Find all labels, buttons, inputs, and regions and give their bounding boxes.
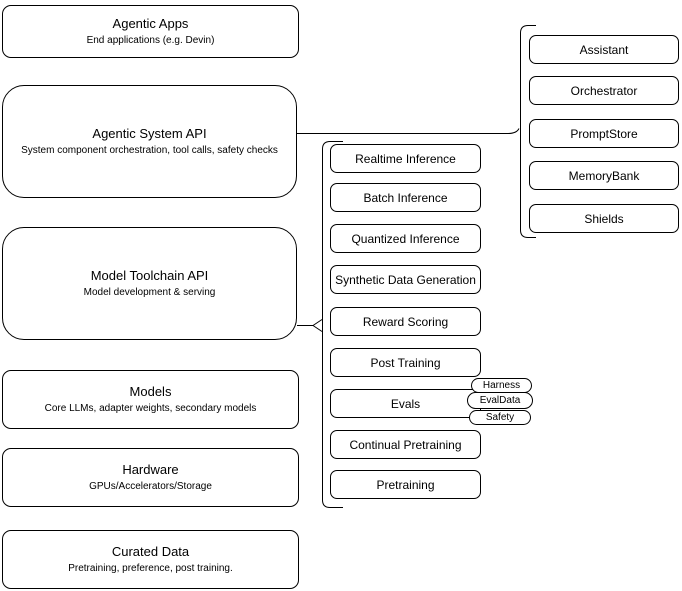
layer-title: Agentic System API (92, 126, 207, 141)
layer-box-model-toolchain-api: Model Toolchain API Model development & … (2, 227, 297, 340)
layer-box-curated-data: Curated Data Pretraining, preference, po… (2, 530, 299, 589)
layer-title: Curated Data (111, 544, 190, 559)
layer-subtitle: Model development & serving (83, 287, 216, 298)
layer-subtitle: GPUs/Accelerators/Storage (89, 481, 212, 492)
toolchain-box-reward-scoring: Reward Scoring (330, 307, 481, 336)
connector-system-api-to-system-group (297, 128, 520, 134)
layer-box-hardware: Hardware GPUs/Accelerators/Storage (2, 448, 299, 507)
layer-subtitle: Pretraining, preference, post training. (68, 563, 233, 574)
evals-tag-harness: Harness (471, 378, 532, 393)
toolchain-box-batch-inference: Batch Inference (330, 183, 481, 212)
layer-box-agentic-apps: Agentic Apps End applications (e.g. Devi… (2, 5, 299, 58)
toolchain-group-bracket (322, 141, 343, 508)
system-group-bracket (520, 25, 536, 238)
layer-title: Hardware (122, 462, 179, 477)
layer-title: Agentic Apps (112, 16, 189, 31)
system-box-assistant: Assistant (529, 35, 679, 64)
toolchain-box-synthetic-data-generation: Synthetic Data Generation (330, 265, 481, 294)
system-box-memorybank: MemoryBank (529, 161, 679, 190)
toolchain-box-pretraining: Pretraining (330, 470, 481, 499)
connector-toolchain-api-to-toolchain-group (297, 319, 323, 332)
system-box-orchestrator: Orchestrator (529, 76, 679, 105)
system-box-promptstore: PromptStore (529, 119, 679, 148)
layer-title: Models (129, 384, 172, 399)
system-box-shields: Shields (529, 204, 679, 233)
toolchain-box-realtime-inference: Realtime Inference (330, 144, 481, 173)
layer-box-agentic-system-api: Agentic System API System component orch… (2, 85, 297, 198)
layer-title: Model Toolchain API (90, 268, 209, 283)
layer-subtitle: End applications (e.g. Devin) (86, 35, 215, 46)
toolchain-box-evals: Evals (330, 389, 481, 418)
layer-subtitle: Core LLMs, adapter weights, secondary mo… (44, 403, 257, 414)
evals-tag-safety: Safety (469, 410, 531, 425)
toolchain-box-post-training: Post Training (330, 348, 481, 377)
toolchain-box-quantized-inference: Quantized Inference (330, 224, 481, 253)
layer-subtitle: System component orchestration, tool cal… (21, 145, 278, 156)
layer-box-models: Models Core LLMs, adapter weights, secon… (2, 370, 299, 429)
toolchain-box-continual-pretraining: Continual Pretraining (330, 430, 481, 459)
evals-tag-evaldata: EvalData (467, 392, 533, 409)
